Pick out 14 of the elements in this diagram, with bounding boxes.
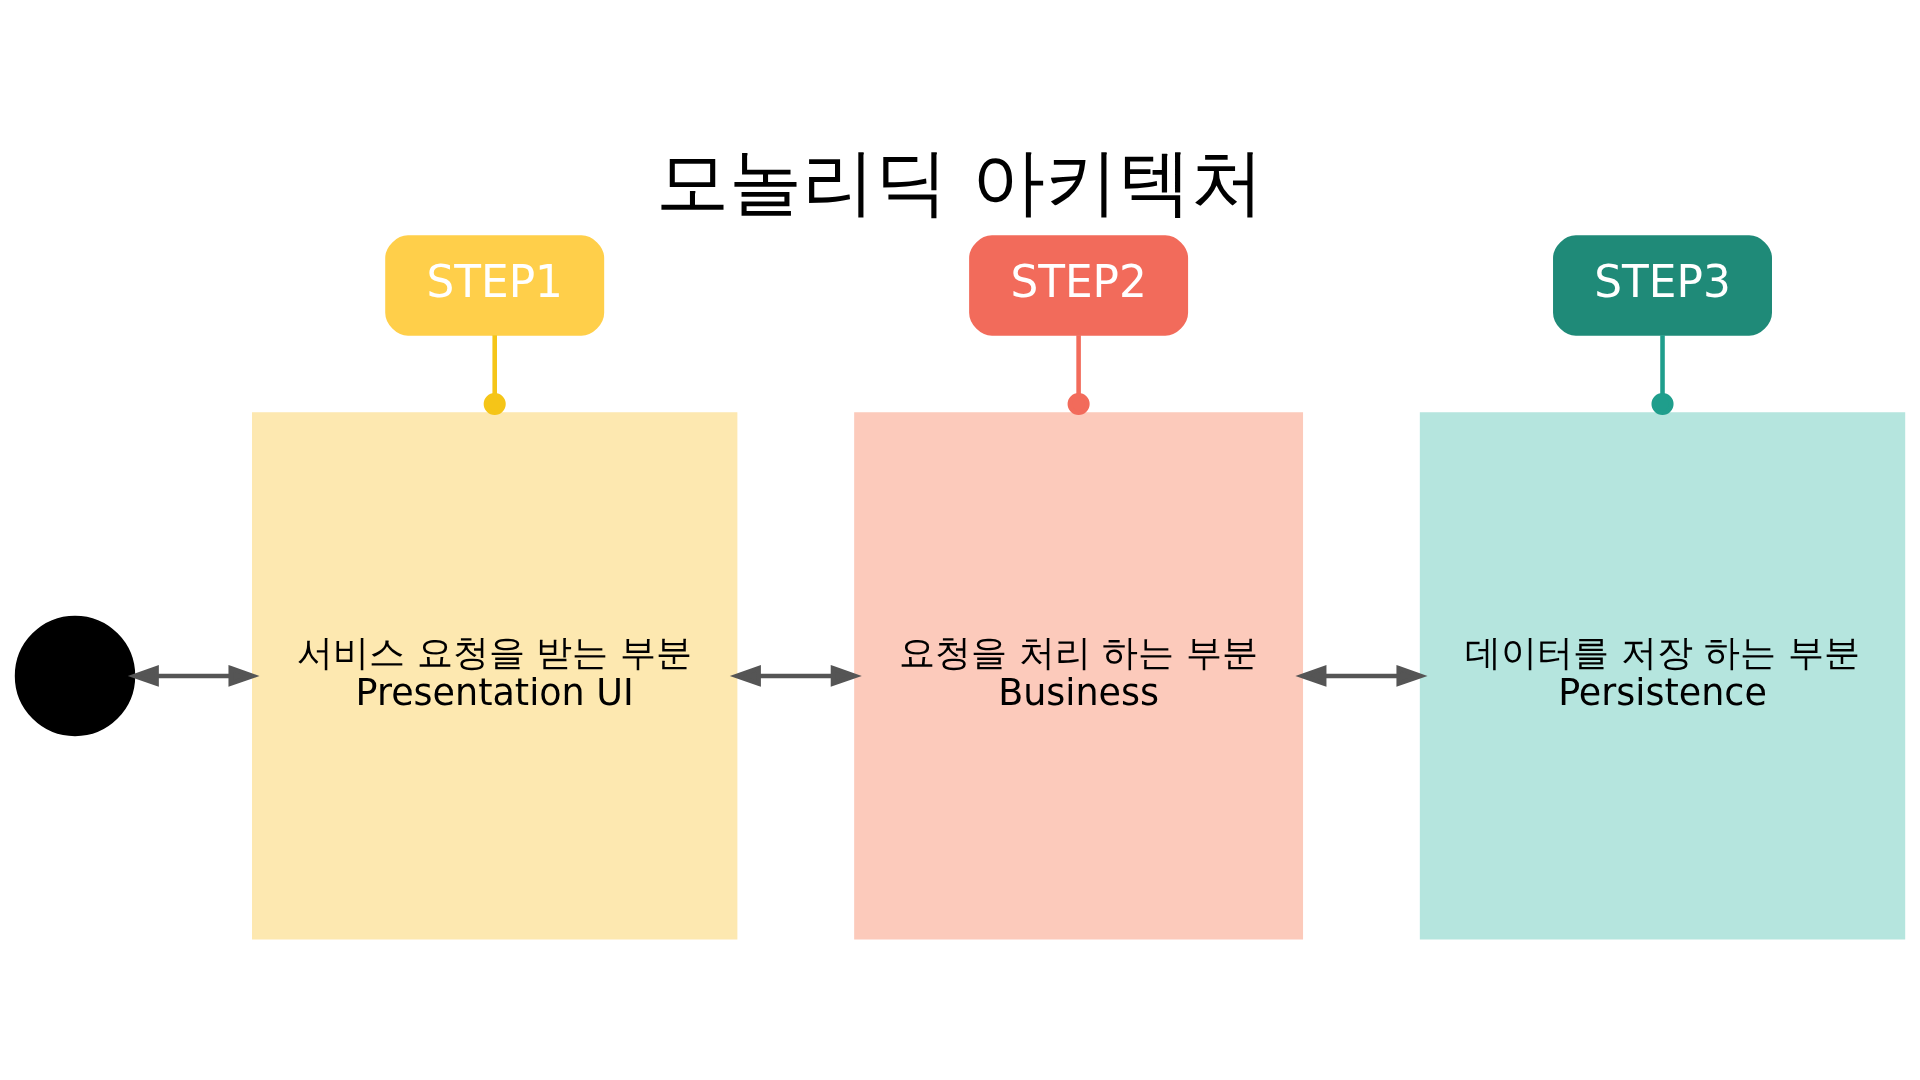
arrow (1295, 665, 1428, 687)
node-box: 요청을 처리 하는 부분 Business (854, 412, 1304, 940)
connector (1651, 335, 1674, 416)
diagram-title: 모놀리딕 아키텍처 (656, 138, 1264, 224)
node-person (14, 615, 136, 737)
arrow (127, 665, 260, 687)
node-box: STEP1 (385, 235, 605, 336)
node-box: 데이터를 저장 하는 부분 Persistence (1419, 412, 1906, 940)
connector (1067, 335, 1090, 416)
node-box: STEP2 (969, 235, 1189, 336)
node-box: 서비스 요청을 받는 부분 Presentation UI (252, 412, 738, 940)
connector (483, 335, 506, 416)
arrow (729, 665, 862, 687)
node-box: STEP3 (1553, 235, 1772, 336)
